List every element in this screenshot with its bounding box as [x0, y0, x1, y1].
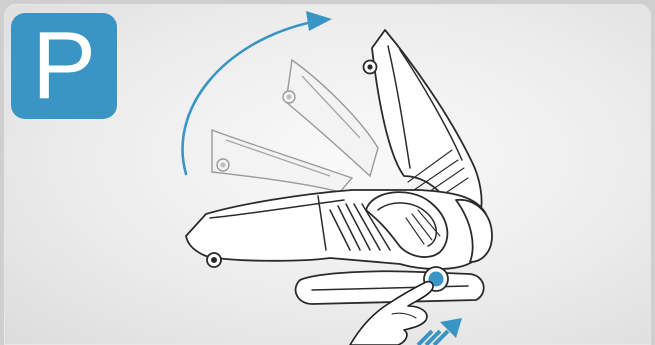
charging-base	[296, 271, 484, 304]
vacuum-main	[186, 190, 492, 269]
ghost-position-mid	[283, 60, 378, 176]
